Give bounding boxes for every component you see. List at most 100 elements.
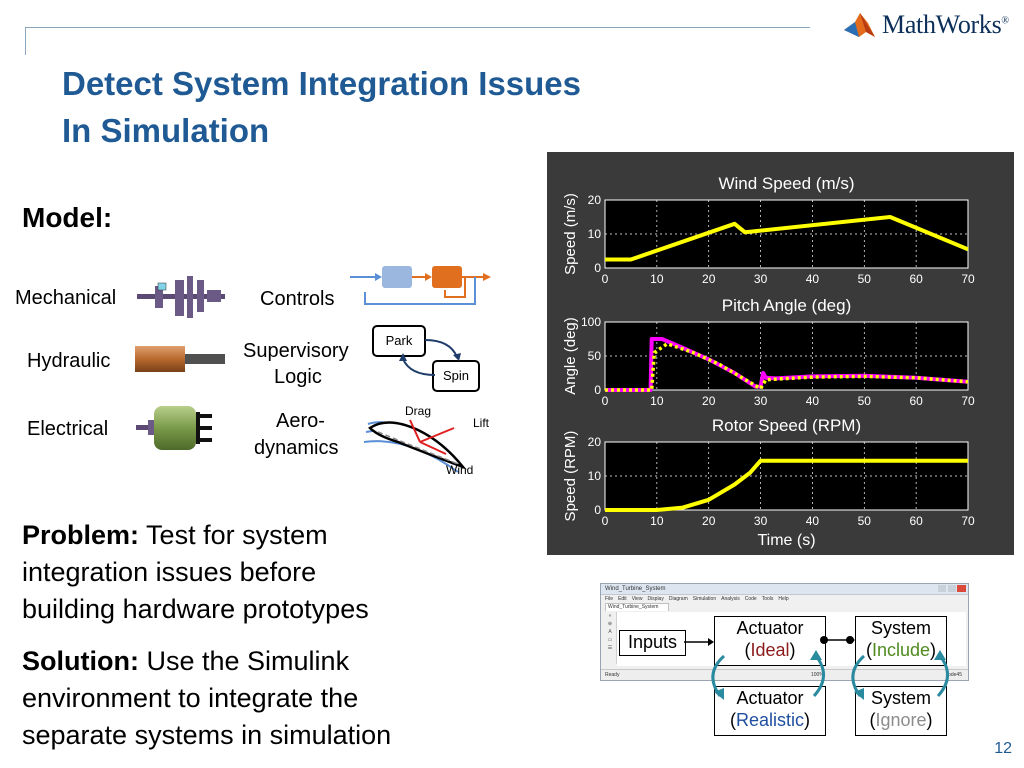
x-tick-label: 20 bbox=[702, 272, 716, 286]
controls-label: Controls bbox=[260, 288, 335, 310]
solution-text-1: Use the Simulink bbox=[146, 646, 350, 676]
problem-text-3: building hardware prototypes bbox=[22, 594, 369, 624]
state-spin: Spin bbox=[432, 360, 480, 392]
y-axis-label: Speed (m/s) bbox=[562, 193, 579, 275]
palette-tool[interactable]: ▭ bbox=[607, 637, 613, 643]
series-line bbox=[605, 215, 969, 262]
actuator-ideal-variant: (Ideal) bbox=[744, 640, 796, 660]
maximize-button[interactable] bbox=[948, 585, 956, 592]
x-tick-label: 40 bbox=[806, 272, 820, 286]
series-line bbox=[605, 342, 969, 392]
x-tick-label: 40 bbox=[806, 514, 820, 528]
aero-label-line2: dynamics bbox=[254, 437, 339, 459]
variant-connections bbox=[684, 636, 949, 700]
chart-title: Rotor Speed (RPM) bbox=[712, 416, 861, 435]
x-tick-label: 20 bbox=[702, 394, 716, 408]
status-bar: Ready 100% ode45 bbox=[601, 669, 968, 680]
x-tick-label: 50 bbox=[858, 514, 872, 528]
problem-paragraph: Problem: Test for system integration iss… bbox=[22, 517, 462, 628]
y-axis-label: Angle (deg) bbox=[562, 317, 579, 395]
electrical-label: Electrical bbox=[27, 418, 109, 440]
inputs-arrowhead bbox=[708, 638, 714, 646]
hydraulic-cylinder-icon bbox=[135, 346, 225, 372]
series-line bbox=[605, 458, 968, 512]
close-window-button[interactable] bbox=[957, 585, 966, 592]
system-ignore-block[interactable]: System (Ignore) bbox=[855, 686, 947, 736]
palette-tool[interactable]: ⊕ bbox=[607, 621, 613, 627]
status-zoom: 100% bbox=[811, 672, 824, 678]
menu-item-help[interactable]: Help bbox=[778, 596, 789, 602]
model-tab[interactable]: Wind_Turbine_System bbox=[605, 603, 669, 611]
x-tick-label: 30 bbox=[754, 514, 768, 528]
palette-tool[interactable]: A bbox=[608, 629, 612, 635]
mathworks-logo: MathWorks® bbox=[842, 10, 1009, 40]
status-ready: Ready bbox=[605, 672, 620, 678]
y-tick-label: 10 bbox=[588, 227, 602, 241]
y-axis-label: Speed (RPM) bbox=[562, 431, 579, 522]
actuator-output-port bbox=[820, 636, 828, 644]
header-rule-vertical bbox=[25, 27, 26, 55]
x-tick-label: 10 bbox=[650, 394, 664, 408]
logo-text: MathWorks® bbox=[882, 10, 1009, 39]
x-tick-label: 20 bbox=[702, 514, 716, 528]
menu-item-edit[interactable]: Edit bbox=[618, 596, 627, 602]
inputs-block[interactable]: Inputs bbox=[619, 630, 686, 656]
menu-item-view[interactable]: View bbox=[631, 596, 643, 602]
x-tick-label: 30 bbox=[754, 272, 768, 286]
supervisory-label-line2: Logic bbox=[274, 366, 322, 388]
variant-ignore: Ignore bbox=[875, 710, 927, 730]
variant-include: Include bbox=[871, 640, 931, 660]
x-tick-label: 60 bbox=[909, 514, 923, 528]
y-tick-label: 0 bbox=[594, 383, 601, 397]
variant-ideal: Ideal bbox=[750, 640, 790, 660]
supervisory-label-line1: Supervisory bbox=[243, 340, 349, 362]
menu-item-analysis[interactable]: Analysis bbox=[721, 596, 740, 602]
x-tick-label: 60 bbox=[909, 394, 923, 408]
actuator-realistic-title: Actuator bbox=[736, 688, 804, 708]
x-tick-label: 50 bbox=[858, 394, 872, 408]
system-swap-arrowhead-right bbox=[934, 650, 946, 660]
x-tick-label: 0 bbox=[602, 272, 609, 286]
menu-item-code[interactable]: Code bbox=[744, 596, 757, 602]
state-transition-arrows-icon bbox=[399, 339, 461, 376]
page-number: 12 bbox=[994, 740, 1012, 757]
system-include-block[interactable]: System (Include) bbox=[855, 616, 947, 666]
force-drag-label: Drag bbox=[405, 404, 432, 418]
hydraulic-label: Hydraulic bbox=[27, 350, 111, 372]
controls-block-diagram-icon bbox=[350, 266, 491, 305]
menu-item-tools[interactable]: Tools bbox=[761, 596, 774, 602]
system-swap-arrowhead-left bbox=[854, 688, 864, 700]
minimize-button[interactable] bbox=[938, 585, 946, 592]
problem-label: Problem: bbox=[22, 520, 140, 550]
y-tick-label: 20 bbox=[588, 193, 602, 207]
actuator-swap-arrowhead-right bbox=[810, 650, 822, 660]
system-swap-arrow-right[interactable] bbox=[936, 655, 949, 698]
menu-item-simulation[interactable]: Simulation bbox=[692, 596, 717, 602]
chart-title: Wind Speed (m/s) bbox=[718, 174, 854, 193]
mechanical-drivetrain-icon bbox=[137, 276, 225, 318]
menu-bar: File Edit View Display Diagram Simulation Anal… bbox=[601, 595, 968, 603]
x-tick-label: 70 bbox=[961, 514, 975, 528]
actuator-realistic-block[interactable]: Actuator (Realistic) bbox=[714, 686, 826, 736]
y-tick-label: 50 bbox=[588, 349, 602, 363]
y-tick-label: 0 bbox=[594, 503, 601, 517]
actuator-swap-arrow-right[interactable] bbox=[812, 655, 825, 698]
model-heading: Model: bbox=[22, 202, 113, 233]
aero-label-line1: Aero- bbox=[276, 410, 325, 432]
menu-item-diagram[interactable]: Diagram bbox=[668, 596, 688, 602]
x-tick-label: 0 bbox=[602, 394, 609, 408]
mechanical-label: Mechanical bbox=[15, 287, 117, 309]
solution-text-3: separate systems in simulation bbox=[22, 720, 392, 750]
electric-motor-icon bbox=[136, 406, 212, 450]
menu-item-display[interactable]: Display bbox=[647, 596, 664, 602]
y-tick-label: 100 bbox=[581, 315, 601, 329]
palette-tool[interactable]: ☰ bbox=[607, 645, 613, 651]
x-tick-label: 10 bbox=[650, 514, 664, 528]
x-tick-label: 50 bbox=[858, 272, 872, 286]
state-park: Park bbox=[372, 325, 426, 357]
slide-title-line2: In Simulation bbox=[62, 112, 270, 149]
actuator-ideal-block[interactable]: Actuator (Ideal) bbox=[714, 616, 826, 666]
menu-item-file[interactable]: File bbox=[605, 596, 614, 602]
x-tick-label: 60 bbox=[909, 272, 923, 286]
palette-tool[interactable]: « bbox=[608, 613, 612, 619]
